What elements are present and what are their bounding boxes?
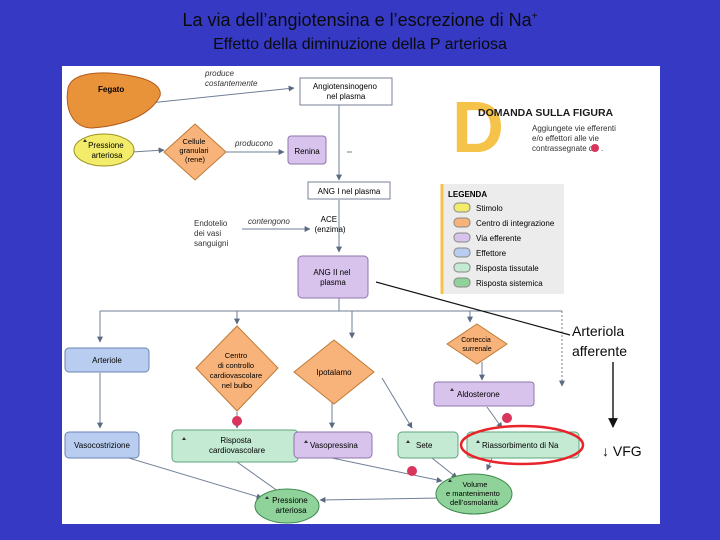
page-subtitle: Effetto della diminuzione della P arteri… [213,36,507,53]
ang1-label: ANG I nel plasma [318,187,381,196]
pressure-stimulus-node [73,133,135,167]
legend-item-label: Effettore [476,249,507,258]
question-star-icon [591,144,599,152]
marker-star-icons [232,413,512,476]
arrow-response-to-pressure [236,461,283,495]
arrow-reabsorption-to-volume [486,457,493,471]
question-title: DOMANDA SULLA FIGURA [478,107,614,119]
arrow-pressure-to-cells [131,147,165,154]
producono-label: producono [234,139,273,148]
ang2-label: ANG II nel plasma [313,268,352,287]
legend-item-label: Centro di integrazione [476,219,555,228]
legend-swatch [453,232,471,243]
legend-item-label: Risposta tissutale [476,264,539,273]
granular-cells-label: Cellule granulari (rene) [179,137,210,164]
liver-node: Fegato [66,72,161,129]
annotation-line-2: afferente [572,343,628,359]
pressure-output-node [254,488,320,524]
afferent-arteriole-annotation: Arteriola afferente [572,321,627,361]
annotation-line-1: Arteriola [572,323,625,339]
vasoconstriction-label: Vasocostrizione [74,441,130,450]
legend-swatch [453,262,471,273]
ace-label: ACE (enzima) [314,215,345,234]
question-end: . [601,144,603,153]
legend-swatch [453,277,471,288]
arrow-liver-to-angiotensinogen [139,85,295,105]
adrenal-cortex-node [446,323,508,365]
legend-item-label: Risposta sistemica [476,279,543,288]
cv-response-label: Risposta cardiovascolare [209,436,266,455]
arterioles-label: Arteriole [92,356,122,365]
legend-swatch [453,217,471,228]
liver-label: Fegato [98,85,124,94]
legend-title: LEGENDA [448,190,487,199]
title-superscript: + [531,11,538,22]
renin-label: Renina [294,147,320,156]
adrenal-cortex-label: Corteccia surrenale [461,337,493,353]
arrow-thirst-to-volume [431,457,458,479]
vfg-annotation: ↓ VFG [602,443,642,459]
flowchart-diagram: Fegato produce costantemente Angiotensin… [64,69,618,524]
thirst-node [397,431,459,459]
volume-node [435,473,513,515]
highlight-circle [459,424,585,466]
na-reabsorption-node [466,431,580,459]
legend-item-label: Via efferente [476,234,522,243]
question-text: Aggiungete vie efferenti e/o effettori a… [532,124,618,153]
angiotensinogen-label: Angiotensinogeno nel plasma [313,82,379,101]
cv-center-label: Centro di controllo cardiovascolare nel … [210,351,265,390]
arrow-aldosterone-to-reabsorption [486,406,503,429]
vasopressin-node [293,431,373,459]
arrow-volume-to-pressure [319,496,441,503]
legend-swatch [453,202,471,213]
ang2-node [297,255,369,299]
na-reabsorption-label: Riassorbimento di Na [482,441,559,450]
produce-label: produce costantemente [204,69,258,88]
granular-cells-node [163,123,227,181]
figure-letter: D [452,88,504,168]
page-title: La via dell’angiotensina e l’escrezione … [0,10,720,31]
angiotensinogen-box [299,77,393,106]
pressure-stimulus-label: Pressione arteriosa [88,141,126,160]
aldosterone-label: Aldosterone [457,390,500,399]
vasoconstriction-node [64,431,140,459]
title-text: La via dell’angiotensina e l’escrezione … [182,10,532,30]
legend-item-label: Stimolo [476,204,503,213]
renin-node [287,135,327,165]
ang1-box [307,181,391,200]
endothelium-label: Endotelio dei vasi sanguigni [194,219,230,248]
volume-label: Volume e mantenimento dell’osmolarità [446,480,502,507]
contengono-label: contengono [248,217,290,226]
aldosterone-node [433,381,535,407]
arrow-vasopressin-to-volume [331,457,443,483]
thirst-label: Sete [416,441,433,450]
vasopressin-label: Vasopressina [310,441,358,450]
cv-center-node [195,325,279,412]
arrow-hypothalamus-to-thirst [381,377,413,429]
pressure-output-label: Pressione arteriosa [272,496,310,515]
legend-swatch [453,247,471,258]
arterioles-node [64,347,150,373]
hypothalamus-label: Ipotalamo [316,368,352,377]
figure-panel: Fegato produce costantemente Angiotensin… [62,66,660,524]
hypothalamus-node [293,339,375,405]
arrow-vasoconstriction-to-pressure [121,455,263,500]
